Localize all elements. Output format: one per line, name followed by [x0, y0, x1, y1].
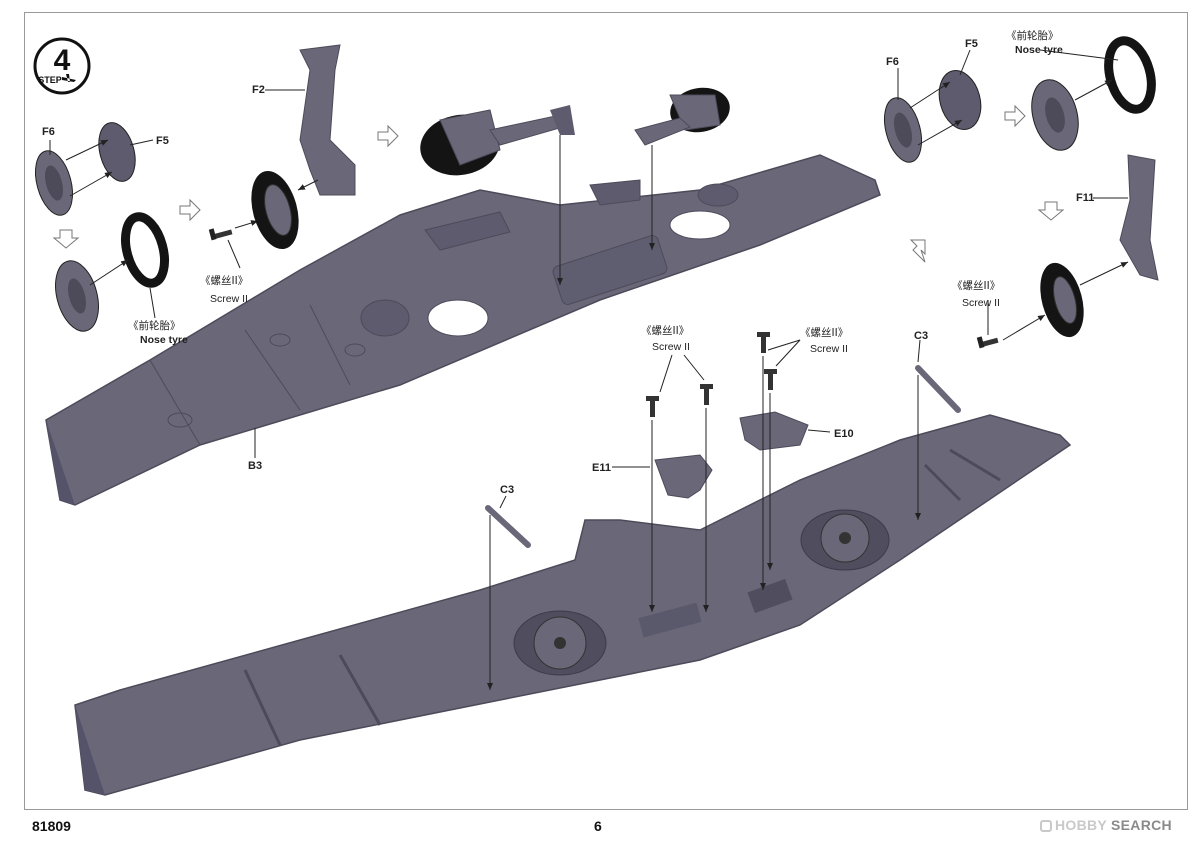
- callout-screw-right-en: Screw II: [962, 297, 1000, 309]
- lower-wing: [74, 414, 1072, 796]
- callout-tyre-right-en: Nose tyre: [1015, 44, 1063, 56]
- part-label-e10: E10: [834, 428, 854, 440]
- left-wheel-parts: [34, 44, 399, 332]
- arrow-right-icon: [179, 198, 201, 222]
- watermark-logo-icon: [1040, 820, 1052, 832]
- part-label-e11: E11: [592, 462, 611, 474]
- callout-screw-mid-a-cn: 《螺丝II》: [641, 325, 690, 337]
- callout-screw-left-en: Screw II: [210, 293, 248, 305]
- aircraft-icon: [62, 74, 76, 82]
- lower-detail-parts: [49, 49, 1128, 690]
- watermark-prefix: HOBBY: [1055, 817, 1107, 833]
- step-number: 4: [54, 44, 71, 77]
- part-label-f5-left: F5: [156, 135, 169, 147]
- page-border: [24, 12, 1188, 810]
- callout-screw-mid-a-en: Screw II: [652, 341, 690, 353]
- part-label-f11: F11: [1076, 192, 1095, 204]
- arrow-down-icon-2: [1037, 201, 1065, 221]
- step-word: STEP: [38, 75, 62, 85]
- arrow-right-icon-2: [377, 124, 399, 148]
- upper-wing-b3: [45, 154, 881, 506]
- callout-tyre-left-cn: 《前轮胎》: [128, 320, 181, 332]
- part-label-f5-right: F5: [965, 38, 978, 50]
- part-label-c3-right: C3: [914, 330, 929, 342]
- callout-tyre-left-en: Nose tyre: [140, 334, 188, 346]
- page-number: 6: [594, 818, 602, 834]
- callout-screw-mid-b-cn: 《螺丝II》: [800, 327, 849, 339]
- watermark: HOBBY SEARCH: [1040, 817, 1172, 833]
- arrow-upleft-icon: [909, 239, 926, 263]
- top-middle-parts: [420, 87, 730, 285]
- watermark-suffix: SEARCH: [1111, 817, 1172, 833]
- arrow-down-icon: [52, 229, 80, 249]
- arrow-right-icon-3: [1004, 104, 1026, 128]
- step-badge: 4 STEP: [33, 37, 91, 95]
- part-label-f2: F2: [252, 84, 265, 96]
- part-label-b3: B3: [248, 460, 263, 472]
- callout-screw-right-cn: 《螺丝II》: [952, 280, 1001, 292]
- part-label-c3-left: C3: [500, 484, 515, 496]
- callout-screw-mid-b-en: Screw II: [810, 343, 848, 355]
- right-wheel-parts: [883, 36, 1159, 349]
- part-label-f6-left: F6: [42, 126, 55, 138]
- callout-tyre-right-cn: 《前轮胎》: [1006, 30, 1059, 42]
- part-label-f6-right: F6: [886, 56, 899, 68]
- model-code: 81809: [32, 818, 71, 834]
- callout-screw-left-cn: 《螺丝II》: [200, 275, 249, 287]
